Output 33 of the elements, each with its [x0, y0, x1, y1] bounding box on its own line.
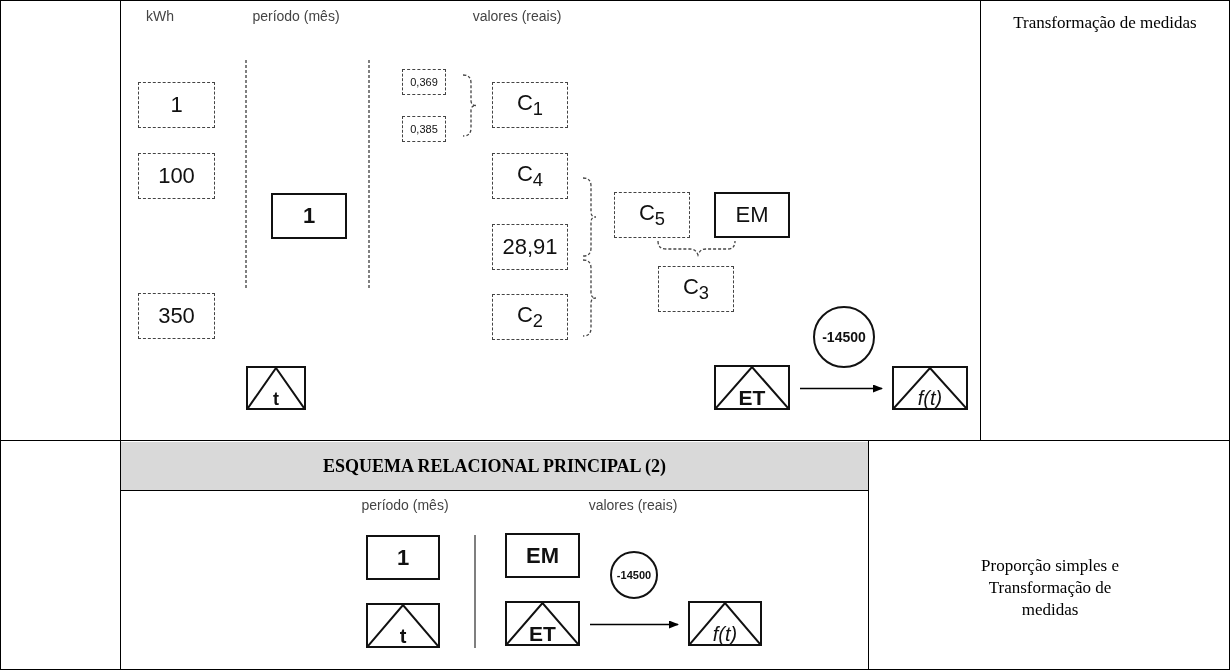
value-box: EM [714, 192, 790, 238]
value-box: 0,369 [402, 69, 446, 95]
triangle-box: ET [714, 365, 790, 410]
category-text: Transformação de medidas [1012, 12, 1198, 34]
value-box: C$_{1}$ [492, 82, 568, 128]
triangle-box: t [246, 366, 306, 410]
value-box: C$_{5}$ [614, 192, 690, 238]
arrow [589, 620, 679, 629]
column-heading: kWh [145, 8, 175, 24]
column-heading: valores (reais) [471, 8, 563, 24]
value-box: 100 [138, 153, 215, 199]
value-box: 1 [366, 535, 440, 580]
column-heading: valores (reais) [587, 497, 679, 513]
triangle-box: f(t) [688, 601, 762, 646]
operator-circle: -14500 [813, 306, 875, 368]
value-box: 28,91 [492, 224, 568, 270]
column-heading: período (mês) [251, 8, 341, 24]
value-box: 1 [138, 82, 215, 128]
triangle-box: f(t) [892, 366, 968, 410]
column-heading: período (mês) [360, 497, 450, 513]
value-box: 1 [271, 193, 347, 239]
triangle-box: t [366, 603, 440, 648]
table-header: ESQUEMA RELACIONAL PRINCIPAL (2) [121, 442, 868, 490]
triangle-box: ET [505, 601, 580, 646]
operator-circle: -14500 [610, 551, 658, 599]
arrow [799, 384, 883, 393]
value-box: C$_{2}$ [492, 294, 568, 340]
value-box: 350 [138, 293, 215, 339]
value-box: C$_{3}$ [658, 266, 734, 312]
value-box: EM [505, 533, 580, 578]
value-box: 0,385 [402, 116, 446, 142]
value-box: C$_{4}$ [492, 153, 568, 199]
category-text: Proporção simples e Transformação de medidas [980, 555, 1120, 621]
